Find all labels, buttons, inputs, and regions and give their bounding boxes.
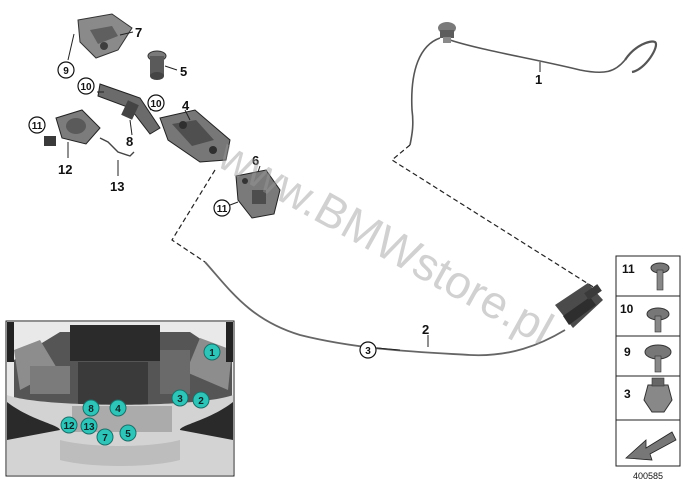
callout-13: 13 [110, 179, 124, 194]
svg-text:12: 12 [63, 421, 75, 432]
svg-text:11: 11 [217, 204, 228, 215]
switch-part-6 [235, 169, 281, 219]
wire-part-13 [99, 137, 135, 157]
actuator-part-11 [44, 109, 101, 146]
panel-label-10: 10 [620, 302, 634, 316]
callout-7: 7 [135, 25, 142, 40]
inset-marker-2: 2 [192, 391, 210, 409]
callout-6: 6 [252, 153, 259, 168]
bracket-part-7 [77, 13, 133, 59]
svg-text:13: 13 [83, 422, 95, 433]
circled-callout-9: 9 [57, 61, 75, 79]
svg-text:3: 3 [365, 346, 371, 357]
svg-text:11: 11 [32, 121, 43, 132]
arrow-symbol-icon [622, 431, 677, 462]
svg-text:5: 5 [125, 429, 131, 440]
inset-marker-1: 1 [203, 343, 221, 361]
panel-label-3: 3 [624, 387, 631, 401]
cable-end-grommet [438, 22, 456, 43]
svg-text:3: 3 [177, 394, 183, 405]
inset-marker-7: 7 [96, 428, 114, 446]
panel-label-9: 9 [624, 345, 631, 359]
clip-part-5 [147, 50, 167, 80]
circled-callout-10b: 10 [147, 94, 165, 112]
circled-callout-3: 3 [359, 341, 377, 359]
watermark-text: www.BMWstore.pl [209, 128, 561, 355]
svg-text:10: 10 [80, 82, 92, 93]
svg-text:2: 2 [198, 396, 204, 407]
inset-marker-13: 13 [80, 417, 98, 435]
inset-marker-3: 3 [171, 389, 189, 407]
screw-9-icon [644, 344, 672, 373]
callout-1: 1 [535, 72, 542, 87]
screw-11-icon [650, 262, 670, 291]
circled-callout-11b: 11 [213, 199, 231, 217]
inset-marker-5: 5 [119, 424, 137, 442]
svg-text:7: 7 [102, 433, 108, 444]
callout-2: 2 [422, 322, 429, 337]
svg-text:10: 10 [150, 99, 162, 110]
leader-lines [67, 31, 541, 351]
panel-label-11: 11 [622, 262, 635, 276]
lock-arm-part-8 [97, 83, 161, 135]
callout-8: 8 [126, 134, 133, 149]
bowden-cable-1 [409, 37, 658, 146]
svg-text:1: 1 [209, 348, 215, 359]
hood-latch-part-4 [159, 109, 231, 163]
svg-text:9: 9 [63, 66, 69, 77]
dashed-routing-line [171, 144, 599, 291]
callout-4: 4 [182, 98, 190, 113]
inset-marker-12: 12 [60, 416, 78, 434]
inset-marker-8: 8 [82, 399, 100, 417]
callout-12: 12 [58, 162, 72, 177]
circled-callout-10a: 10 [77, 77, 95, 95]
figure-number: 400585 [633, 471, 663, 481]
fastener-parts-panel [615, 255, 681, 467]
svg-text:8: 8 [88, 404, 94, 415]
svg-text:4: 4 [115, 404, 121, 415]
callout-5: 5 [180, 64, 187, 79]
inset-marker-4: 4 [109, 399, 127, 417]
clip-3-icon [643, 377, 673, 413]
circled-callout-11a: 11 [28, 116, 46, 134]
cable-release-handle [555, 283, 603, 328]
screw-10-icon [646, 307, 670, 333]
